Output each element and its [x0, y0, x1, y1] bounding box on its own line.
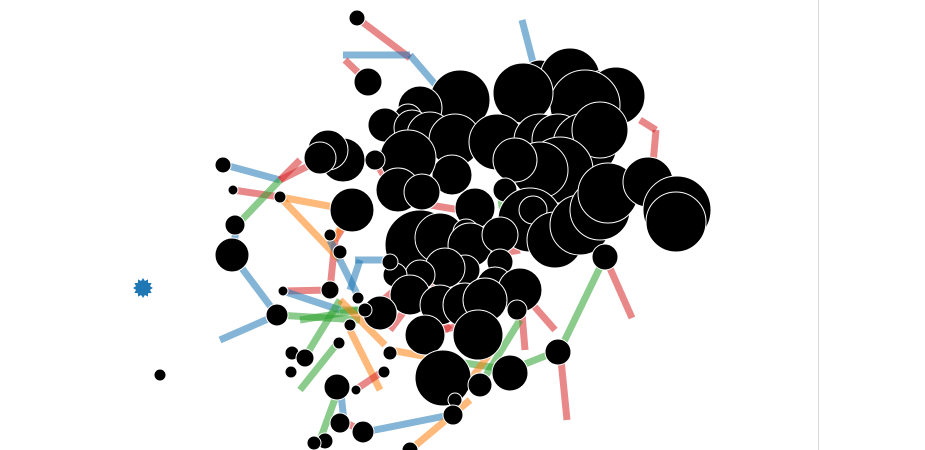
gear-marker[interactable]	[133, 278, 153, 298]
graph-node[interactable]	[214, 237, 250, 273]
graph-node[interactable]	[224, 214, 246, 236]
graph-node[interactable]	[377, 365, 391, 379]
graph-node[interactable]	[403, 173, 441, 211]
graph-node[interactable]	[401, 441, 419, 450]
blue-gear-icon[interactable]	[133, 278, 153, 298]
graph-node[interactable]	[323, 228, 337, 242]
panel-divider	[818, 0, 819, 450]
graph-link	[297, 337, 343, 393]
graph-node[interactable]	[467, 372, 493, 398]
graph-node[interactable]	[214, 156, 232, 174]
graph-node[interactable]	[452, 309, 504, 361]
graph-node[interactable]	[591, 243, 619, 271]
graph-node[interactable]	[353, 67, 383, 97]
graph-node[interactable]	[227, 184, 239, 196]
graph-node[interactable]	[357, 302, 373, 318]
graph-node[interactable]	[491, 354, 529, 392]
graph-node[interactable]	[332, 244, 348, 260]
graph-link	[277, 194, 343, 263]
graph-link	[281, 287, 342, 314]
graph-node[interactable]	[481, 216, 519, 254]
graph-node[interactable]	[544, 338, 572, 366]
graph-node[interactable]	[414, 349, 472, 407]
graph-link	[407, 397, 473, 450]
graph-node[interactable]	[332, 336, 346, 350]
graph-node[interactable]	[364, 149, 386, 171]
graph-node[interactable]	[404, 314, 446, 356]
graph-node[interactable]	[382, 345, 398, 361]
graph-node[interactable]	[306, 435, 322, 450]
graph-link	[364, 411, 451, 436]
graph-node[interactable]	[351, 420, 375, 444]
graph-node[interactable]	[351, 291, 365, 305]
graph-node[interactable]	[329, 187, 375, 233]
graph-link	[477, 318, 523, 387]
graph-node[interactable]	[343, 318, 357, 332]
graph-node[interactable]	[350, 384, 362, 396]
graph-node[interactable]	[303, 141, 337, 175]
graph-link	[638, 117, 658, 133]
graph-node[interactable]	[645, 191, 707, 253]
graph-link	[337, 297, 388, 348]
graph-node[interactable]	[295, 348, 315, 368]
graph-link	[277, 157, 303, 183]
graph-node[interactable]	[431, 154, 473, 196]
graph-node[interactable]	[284, 365, 298, 379]
graph-node[interactable]	[348, 9, 366, 27]
graph-link	[224, 161, 281, 184]
graph-node[interactable]	[506, 299, 528, 321]
graph-node[interactable]	[381, 253, 399, 271]
graph-node[interactable]	[323, 373, 351, 401]
graph-link	[232, 186, 281, 201]
graph-node[interactable]	[265, 303, 289, 327]
graph-node[interactable]	[273, 190, 287, 204]
graph-link	[234, 177, 283, 228]
graph-node[interactable]	[442, 404, 464, 426]
graph-node[interactable]	[320, 280, 340, 300]
graph-nodes[interactable]	[153, 9, 712, 450]
graph-link	[302, 298, 343, 359]
graph-link	[354, 15, 413, 61]
graph-node[interactable]	[153, 368, 167, 382]
graph-node[interactable]	[571, 101, 629, 159]
graph-node[interactable]	[277, 285, 289, 297]
graph-link	[346, 258, 364, 292]
graph-node[interactable]	[492, 137, 538, 183]
graph-link	[556, 255, 609, 352]
graph-node[interactable]	[329, 412, 351, 434]
